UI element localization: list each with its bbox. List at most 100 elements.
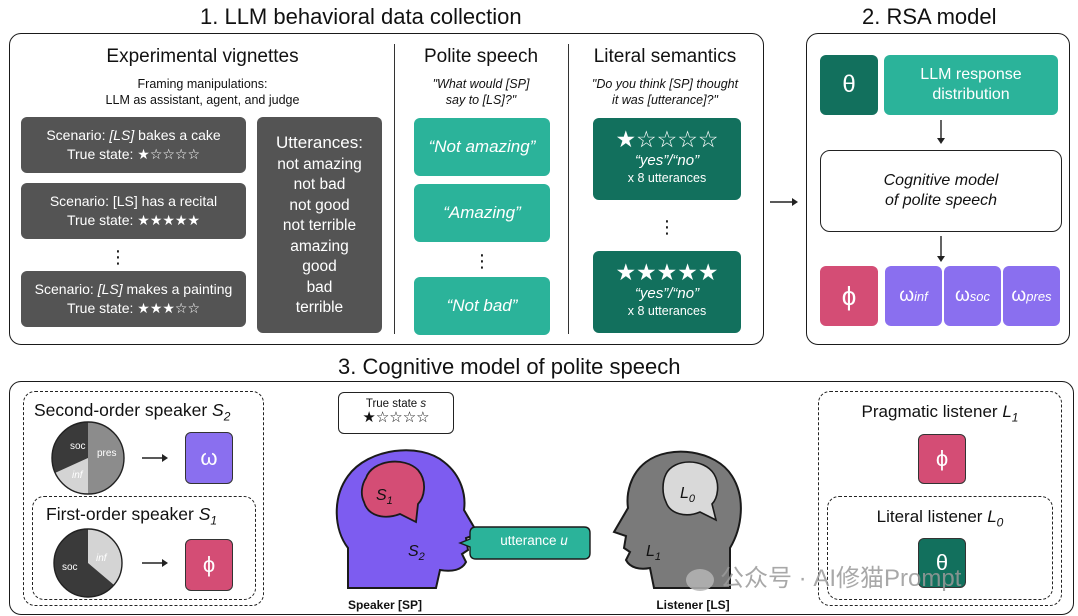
- first-order-speaker-group: [32, 496, 256, 600]
- scenario-listener: [LS]: [109, 127, 135, 143]
- pie-label-soc: soc: [70, 441, 86, 452]
- s1-weights-pie: soc inf: [53, 528, 123, 598]
- svg-text:S1: S1: [376, 487, 393, 507]
- literal-dots: ⋮: [658, 217, 676, 237]
- polite-utterance-box: “Amazing”: [414, 184, 550, 242]
- literal-prompt-line2: it was [utterance]?": [612, 93, 718, 107]
- label-var: S: [212, 400, 224, 420]
- scenario-prefix: Scenario:: [46, 127, 110, 143]
- omega-symbol: ω: [1011, 285, 1027, 306]
- label-var: S: [198, 504, 211, 524]
- utterance-item: bad: [306, 278, 333, 296]
- listener-l1-sub: 1: [655, 551, 661, 563]
- svg-text:L0: L0: [680, 485, 696, 505]
- listener-l0-sub: 0: [689, 493, 696, 505]
- true-state-label: True state:: [66, 300, 138, 316]
- scenario-listener: [LS]: [112, 193, 138, 209]
- watermark-text: 公众号 · AI修猫Prompt: [720, 565, 962, 592]
- framing-line1: Framing manipulations:: [137, 77, 268, 91]
- label-sub: 1: [1011, 410, 1019, 425]
- true-state-label: True state:: [66, 146, 138, 162]
- llm-response-box: LLM response distribution: [884, 55, 1058, 115]
- arrow-right-icon: [770, 198, 798, 206]
- label-sub: 2: [223, 409, 231, 424]
- label-text: Pragmatic listener: [861, 402, 1003, 421]
- utterance-item: good: [302, 258, 337, 275]
- literal-judgment-box: ★★★★★ “yes”/“no” x 8 utterances: [593, 251, 741, 333]
- utterance-bubble: [458, 526, 591, 560]
- utterance-item: not good: [289, 196, 350, 214]
- scenario-event: has a recital: [137, 193, 218, 209]
- literal-theta-box: θ: [918, 538, 966, 588]
- theta-box: θ: [820, 55, 878, 115]
- vignettes-title: Experimental vignettes: [106, 46, 299, 67]
- true-state-stars: ★★★★★: [137, 212, 201, 228]
- label-var: L: [1002, 402, 1012, 421]
- label-text: Second-order speaker: [34, 400, 213, 420]
- speaker-s2-var: S: [408, 543, 419, 560]
- omega-subscript: soc: [969, 288, 991, 304]
- s1-phi-box: ϕ: [185, 539, 233, 591]
- scenario-event: makes a painting: [122, 281, 233, 297]
- speaker-s1-var: S: [376, 487, 387, 504]
- true-state-label: True state: [365, 398, 421, 410]
- scenario-box: Scenario: [LS] has a recital True state:…: [21, 183, 246, 239]
- true-state-var: s: [420, 398, 427, 410]
- literal-answer: “yes”/“no”: [634, 152, 700, 169]
- s2-weights-pie: soc pres inf: [51, 421, 125, 495]
- second-order-speaker-label: Second-order speaker S2: [34, 400, 230, 424]
- literal-count: x 8 utterances: [627, 171, 707, 185]
- vignette-dots: ⋮: [109, 247, 127, 267]
- framing-line2: LLM as assistant, agent, and judge: [105, 93, 300, 107]
- utterances-title: Utterances:: [276, 133, 363, 152]
- omega-symbol: ω: [954, 285, 970, 306]
- llm-response-line1: LLM response: [920, 66, 1022, 83]
- label-var: L: [987, 507, 997, 526]
- literal-count: x 8 utterances: [627, 304, 707, 318]
- arrow-down-icon: [937, 120, 945, 144]
- literal-semantics-title: Literal semantics: [593, 46, 737, 67]
- utterance-var: u: [560, 533, 568, 548]
- speaker-caption: Speaker [SP]: [347, 598, 423, 612]
- polite-utterance-box: “Not bad”: [414, 277, 550, 335]
- speaker-head-icon: S1 S2: [335, 449, 480, 589]
- speaker-s1-sub: 1: [387, 495, 393, 507]
- cognitive-model-box: Cognitive model of polite speech: [820, 150, 1062, 232]
- utterance-item: not amazing: [277, 155, 362, 173]
- true-state-label: True state:: [66, 212, 138, 228]
- wechat-icon: [686, 568, 714, 591]
- section3-title: 3. Cognitive model of polite speech: [338, 354, 681, 379]
- scenario-prefix: Scenario:: [49, 193, 113, 209]
- true-state-stars: ★☆☆☆☆: [137, 146, 201, 162]
- s2-omega-box: ω: [185, 432, 233, 484]
- literal-stars: ★★★★★: [615, 259, 719, 285]
- true-state-stars: ★☆☆☆☆: [362, 409, 430, 426]
- scenario-prefix: Scenario:: [34, 281, 98, 297]
- literal-answer: “yes”/“no”: [634, 285, 700, 302]
- label-text: First-order speaker: [46, 504, 199, 524]
- listener-group: [818, 391, 1062, 606]
- pie-label-soc: soc: [62, 562, 78, 573]
- column-divider: [568, 44, 570, 334]
- llm-response-line2: distribution: [932, 86, 1010, 103]
- label-sub: 1: [210, 513, 218, 528]
- speaker-group: [23, 391, 264, 606]
- section1-title: 1. LLM behavioral data collection: [200, 4, 522, 29]
- utterance-text: utterance: [500, 533, 561, 548]
- polite-speech-title: Polite speech: [423, 46, 539, 67]
- listener-caption: Listener [LS]: [656, 598, 730, 612]
- pie-label-pres: pres: [97, 448, 116, 459]
- polite-prompt-line1: "What would [SP]: [432, 77, 530, 91]
- omega-symbol: ω: [899, 285, 915, 306]
- arrow-right-icon: [142, 454, 168, 462]
- scenario-box: Scenario: [LS] bakes a cake True state: …: [21, 117, 246, 173]
- polite-utterance-box: “Not amazing”: [414, 118, 550, 176]
- listener-l1-var: L: [646, 543, 655, 560]
- phi-box: ϕ: [820, 266, 878, 326]
- utterance-item: terrible: [295, 299, 344, 316]
- literal-listener-group: [827, 496, 1053, 600]
- true-state-box: True state s ★☆☆☆☆: [338, 392, 454, 434]
- arrow-right-icon: [142, 559, 168, 567]
- scenario-event: bakes a cake: [134, 127, 221, 143]
